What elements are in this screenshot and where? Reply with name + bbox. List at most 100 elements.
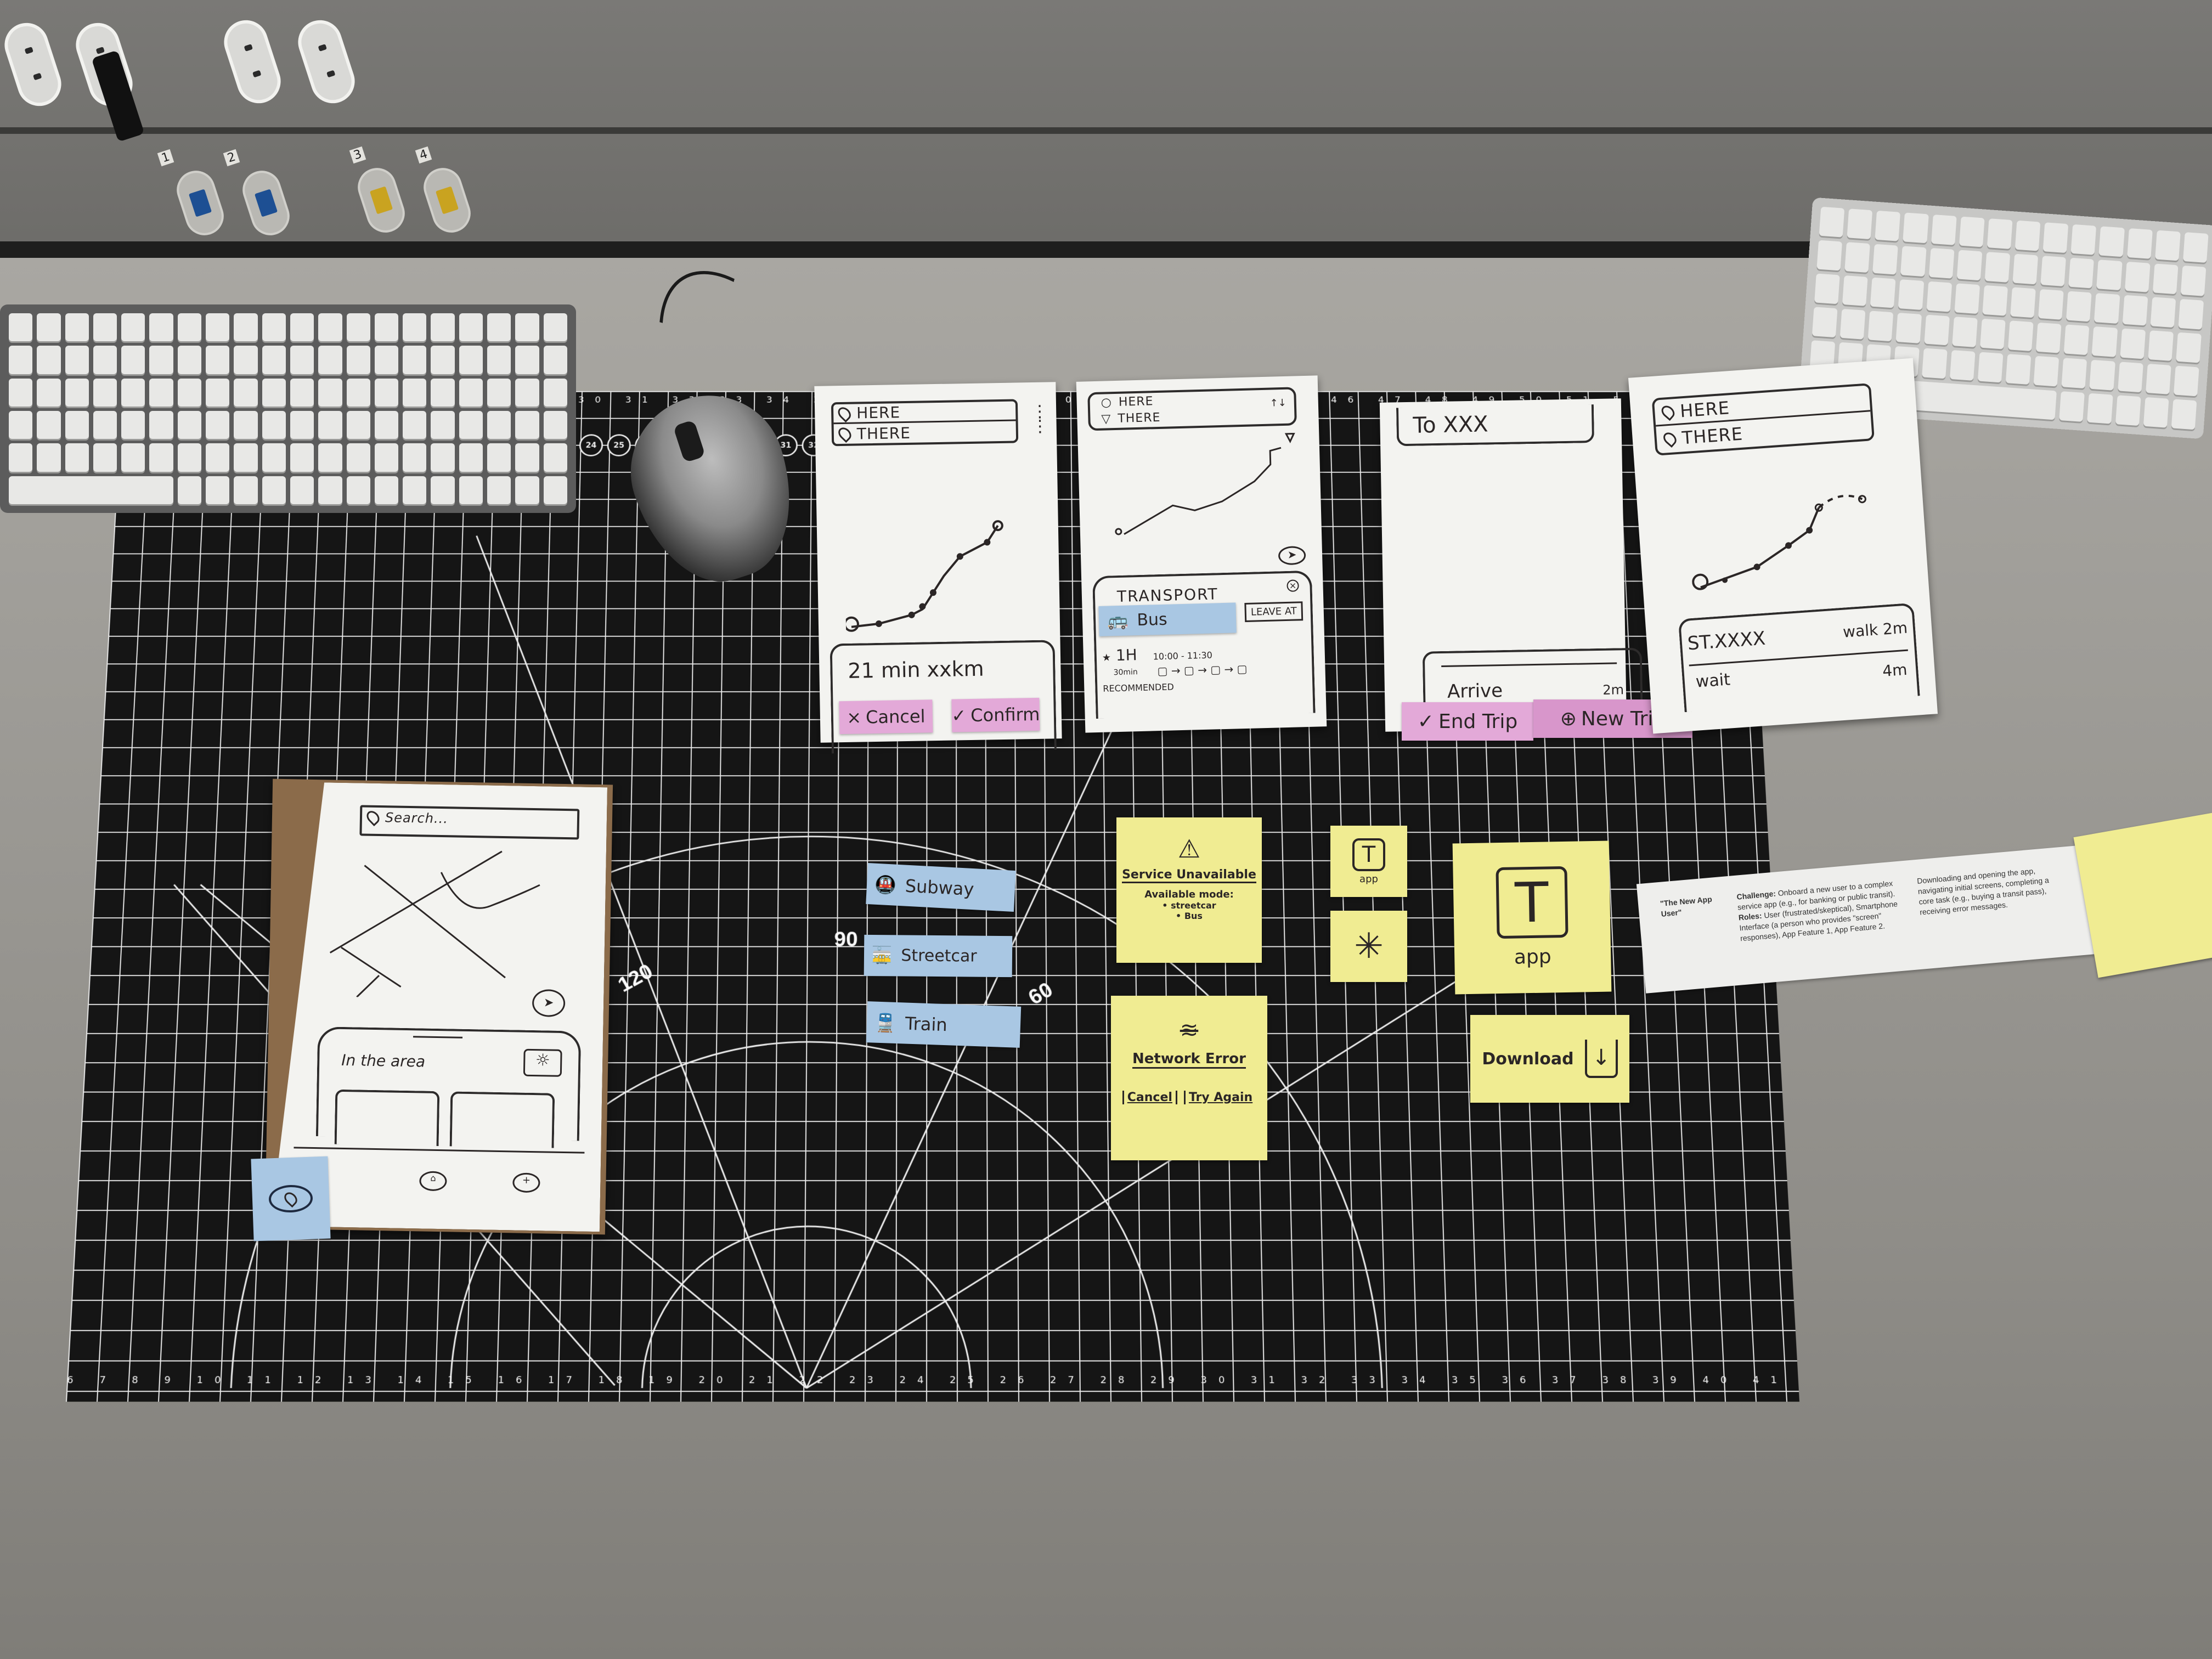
try-again-button[interactable]: Try Again xyxy=(1183,1091,1256,1104)
key[interactable] xyxy=(2145,363,2171,394)
key[interactable] xyxy=(403,378,427,407)
key[interactable] xyxy=(515,443,539,472)
key[interactable] xyxy=(177,410,202,439)
key[interactable] xyxy=(1900,246,1927,277)
key[interactable] xyxy=(346,313,370,342)
key[interactable] xyxy=(65,410,89,439)
key[interactable] xyxy=(1923,314,1950,346)
route-input-group[interactable]: HERE THERE xyxy=(1651,383,1875,456)
key[interactable] xyxy=(2152,263,2179,295)
cancel-button[interactable]: × Cancel xyxy=(839,699,933,735)
key[interactable] xyxy=(543,378,567,407)
key[interactable] xyxy=(318,378,342,407)
key[interactable] xyxy=(431,410,455,439)
mode-option-streetcar[interactable]: 🚋 Streetcar xyxy=(864,934,1013,978)
key[interactable] xyxy=(2040,256,2067,287)
key[interactable] xyxy=(318,410,342,439)
key[interactable] xyxy=(2089,359,2115,391)
destination-field[interactable]: THERE xyxy=(834,421,1017,444)
key[interactable] xyxy=(318,443,342,472)
key[interactable] xyxy=(2092,326,2118,357)
key[interactable] xyxy=(2178,298,2204,330)
key[interactable] xyxy=(177,313,202,342)
key[interactable] xyxy=(487,346,511,374)
key[interactable] xyxy=(318,476,342,504)
key[interactable] xyxy=(318,313,342,342)
key[interactable] xyxy=(2061,358,2087,389)
mode-list-item[interactable]: • streetcar xyxy=(1162,900,1216,911)
app-icon-small[interactable]: T app xyxy=(1330,826,1407,897)
key[interactable] xyxy=(2036,322,2062,353)
mode-option-subway[interactable]: 🚇 Subway xyxy=(866,862,1016,912)
key[interactable] xyxy=(234,443,258,472)
key[interactable] xyxy=(1872,244,1899,275)
key[interactable] xyxy=(121,410,145,439)
key[interactable] xyxy=(515,476,539,504)
key[interactable] xyxy=(121,313,145,342)
key[interactable] xyxy=(1867,311,1894,342)
key[interactable] xyxy=(1870,277,1896,308)
mode-list-item[interactable]: • Bus xyxy=(1176,911,1203,921)
key[interactable] xyxy=(1982,285,2008,316)
key[interactable] xyxy=(431,476,455,504)
key[interactable] xyxy=(2059,391,2085,422)
key[interactable] xyxy=(65,313,89,342)
key[interactable] xyxy=(2115,395,2141,426)
key[interactable] xyxy=(206,476,230,504)
mode-option-train[interactable]: 🚆 Train xyxy=(866,1001,1022,1048)
key[interactable] xyxy=(65,378,89,407)
key[interactable] xyxy=(9,346,33,374)
key[interactable] xyxy=(1959,216,1985,247)
key[interactable] xyxy=(1926,281,1952,312)
key[interactable] xyxy=(37,346,61,374)
key[interactable] xyxy=(346,346,370,374)
key[interactable] xyxy=(487,378,511,407)
key[interactable] xyxy=(346,410,370,439)
key[interactable] xyxy=(149,443,173,472)
nearby-card[interactable] xyxy=(450,1091,555,1148)
key[interactable] xyxy=(459,346,483,374)
key[interactable] xyxy=(403,476,427,504)
key[interactable] xyxy=(1954,283,1980,314)
key[interactable] xyxy=(2070,224,2097,255)
key[interactable] xyxy=(403,346,427,374)
key[interactable] xyxy=(431,313,455,342)
key[interactable] xyxy=(2064,324,2090,356)
key[interactable] xyxy=(206,346,230,374)
key[interactable] xyxy=(262,476,286,504)
key[interactable] xyxy=(2066,291,2092,322)
key[interactable] xyxy=(2010,287,2036,318)
route-input-group[interactable]: ○ HERE ▽ THERE ↑↓ xyxy=(1087,387,1297,431)
key[interactable] xyxy=(374,410,399,439)
key[interactable] xyxy=(1951,317,1978,348)
key[interactable] xyxy=(1949,349,1976,381)
key[interactable] xyxy=(2038,289,2064,320)
key[interactable] xyxy=(2015,220,2041,251)
key[interactable] xyxy=(1819,206,1845,238)
key[interactable] xyxy=(543,443,567,472)
more-vertical-icon[interactable]: ⋮⋮ xyxy=(1031,402,1049,436)
key[interactable] xyxy=(543,313,567,342)
search-bar[interactable]: Search... xyxy=(359,805,579,839)
key[interactable] xyxy=(262,443,286,472)
key[interactable] xyxy=(1875,210,1901,241)
key[interactable] xyxy=(290,476,314,504)
key[interactable] xyxy=(374,443,399,472)
key[interactable] xyxy=(459,410,483,439)
key[interactable] xyxy=(37,443,61,472)
key[interactable] xyxy=(177,476,202,504)
key[interactable] xyxy=(290,346,314,374)
key[interactable] xyxy=(2182,232,2209,263)
key[interactable] xyxy=(290,410,314,439)
key[interactable] xyxy=(1847,208,1873,240)
key[interactable] xyxy=(403,443,427,472)
key[interactable] xyxy=(262,410,286,439)
key[interactable] xyxy=(431,443,455,472)
key[interactable] xyxy=(234,410,258,439)
key[interactable] xyxy=(9,443,33,472)
key[interactable] xyxy=(262,346,286,374)
key[interactable] xyxy=(515,378,539,407)
key[interactable] xyxy=(2148,330,2174,361)
key[interactable] xyxy=(37,410,61,439)
key[interactable] xyxy=(290,443,314,472)
